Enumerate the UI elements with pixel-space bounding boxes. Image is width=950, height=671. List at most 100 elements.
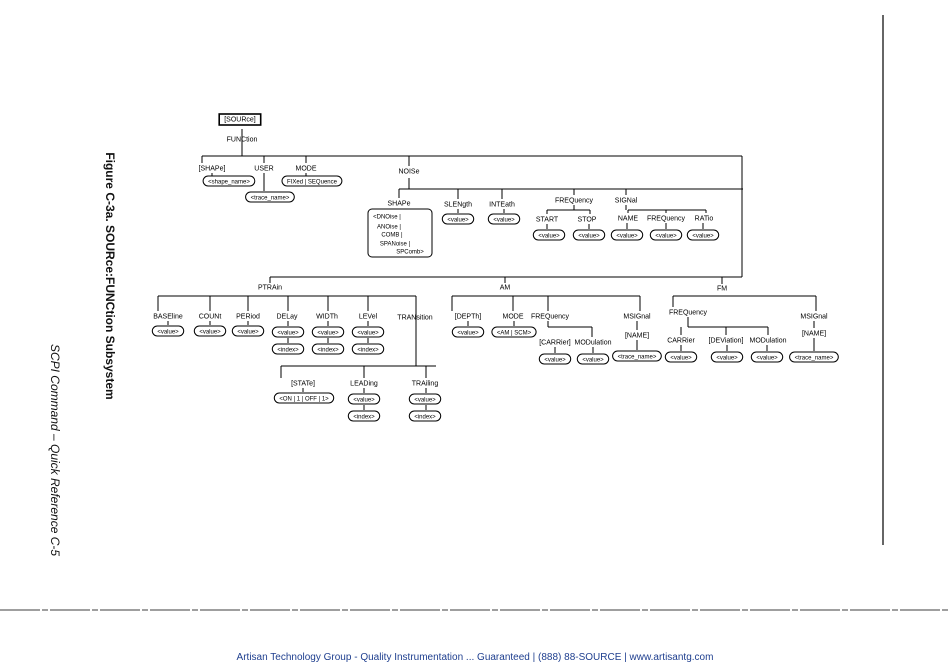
node-level: LEVel xyxy=(359,314,378,321)
figure-title: Figure C-3a. SOURce:FUNCtion Subsystem xyxy=(103,152,117,400)
node-start_v: <value> xyxy=(538,234,560,240)
node-carrier_v: <value> xyxy=(544,358,566,364)
node-leading_i: <index> xyxy=(353,415,375,421)
node-deviation_v: <value> xyxy=(716,356,738,362)
node-modulation: MODulation xyxy=(575,340,612,347)
value-pill xyxy=(491,326,537,338)
value-pill xyxy=(351,343,385,355)
footer-text: Artisan Technology Group - Quality Instr… xyxy=(236,652,714,663)
node-depth_v: <value> xyxy=(457,331,479,337)
node-delay: DELay xyxy=(276,314,298,321)
node-amfreq: FREQuency xyxy=(531,314,570,321)
node-ratio: RATio xyxy=(695,216,714,223)
node-amsignal_n: [NAME] xyxy=(625,333,649,340)
node-slength_v: <value> xyxy=(447,218,469,224)
value-pill xyxy=(311,326,345,338)
node-baseline: BASEline xyxy=(153,314,183,321)
node-inteath_v: <value> xyxy=(493,218,515,224)
value-pill xyxy=(193,325,227,337)
value-pill xyxy=(532,229,566,241)
node-fmsignal: MSIGnal xyxy=(800,314,828,321)
node-source: [SOURce] xyxy=(224,117,256,124)
node-sfreq: FREQuency xyxy=(647,216,686,223)
node-mode: MODE xyxy=(296,166,317,173)
value-pill xyxy=(347,393,381,405)
node-fm: FM xyxy=(717,286,727,293)
value-pill xyxy=(649,229,683,241)
node-inteath: INTEath xyxy=(489,202,515,209)
node-delay_i: <index> xyxy=(277,348,299,354)
node-nshape_v5: SPComb> xyxy=(396,250,424,256)
node-depth: [DEPTh] xyxy=(455,314,482,321)
node-count_v: <value> xyxy=(199,330,221,336)
node-carrier: [CARRier] xyxy=(539,340,571,347)
node-nshape_v1: <DNOise | xyxy=(373,215,401,221)
node-noise: NOISe xyxy=(398,169,419,176)
node-width_i: <index> xyxy=(317,348,339,354)
node-fmcarrier_v: <value> xyxy=(670,356,692,362)
page-rules xyxy=(0,15,950,611)
node-modulation_v: <value> xyxy=(582,358,604,364)
value-pill xyxy=(451,326,485,338)
value-pill xyxy=(273,392,335,404)
value-pill xyxy=(151,325,185,337)
node-function: FUNCtion xyxy=(227,137,258,144)
node-name: NAME xyxy=(618,216,639,223)
value-pill xyxy=(610,229,644,241)
node-user: USER xyxy=(254,166,273,173)
value-pill xyxy=(347,410,381,422)
node-am: AM xyxy=(500,285,511,292)
node-trailing: TRAiling xyxy=(412,381,439,388)
node-shapes xyxy=(151,113,839,422)
node-trailing_v: <value> xyxy=(414,398,436,404)
node-fmfreq: FREQuency xyxy=(669,310,708,317)
node-ammode_v: <AM | SCM> xyxy=(497,331,532,337)
node-fmmod: MODulation xyxy=(750,338,787,345)
value-pill xyxy=(576,353,610,365)
value-pill xyxy=(408,410,442,422)
value-pill xyxy=(271,343,305,355)
node-leading_v: <value> xyxy=(353,398,375,404)
node-width: WIDTh xyxy=(316,314,338,321)
node-level_v: <value> xyxy=(357,331,379,337)
value-pill xyxy=(281,175,343,187)
value-pill xyxy=(441,213,475,225)
node-leading: LEADing xyxy=(350,381,378,388)
value-pill xyxy=(271,326,305,338)
node-user_v: <trace_name> xyxy=(251,196,290,202)
value-pill xyxy=(750,351,784,363)
node-frequency: FREQuency xyxy=(555,198,594,205)
node-mode_v: FIXed | SEQuence xyxy=(287,180,338,186)
node-labels: [SOURce] FUNCtion [SHAPe] <shape_name> USER <… xyxy=(153,117,834,421)
value-pill xyxy=(202,175,256,187)
node-ammode: MODE xyxy=(503,314,524,321)
value-pill xyxy=(487,213,521,225)
node-state_v: <ON | 1 | OFF | 1> xyxy=(279,397,329,403)
node-stop_v: <value> xyxy=(578,234,600,240)
node-signal: SIGNal xyxy=(615,198,638,205)
value-pill xyxy=(408,393,442,405)
node-stop: STOP xyxy=(578,217,597,224)
node-transition: TRANsition xyxy=(397,315,433,322)
node-name_v: <value> xyxy=(616,234,638,240)
node-fmmod_v: <value> xyxy=(756,356,778,362)
noise-shape-options-box xyxy=(367,208,433,258)
node-period: PERiod xyxy=(236,314,260,321)
node-amsignal_v: <trace_name> xyxy=(618,355,657,361)
node-baseline_v: <value> xyxy=(157,330,179,336)
node-fmcarrier: CARRier xyxy=(667,338,695,345)
node-nshape_v2: ANOise | xyxy=(377,225,401,231)
tree-connectors xyxy=(157,129,817,410)
node-fmsignal_n: [NAME] xyxy=(802,331,826,338)
value-pill xyxy=(538,353,572,365)
node-ratio_v: <value> xyxy=(692,234,714,240)
node-nshape: SHAPe xyxy=(388,201,411,208)
value-pill xyxy=(311,343,345,355)
node-shape: [SHAPe] xyxy=(199,166,226,173)
node-shape_v: <shape_name> xyxy=(208,180,250,186)
value-pill xyxy=(664,351,698,363)
value-pill xyxy=(351,326,385,338)
value-pill xyxy=(245,191,295,203)
node-delay_v: <value> xyxy=(277,331,299,337)
node-nshape_v4: SPANoise | xyxy=(380,242,411,248)
